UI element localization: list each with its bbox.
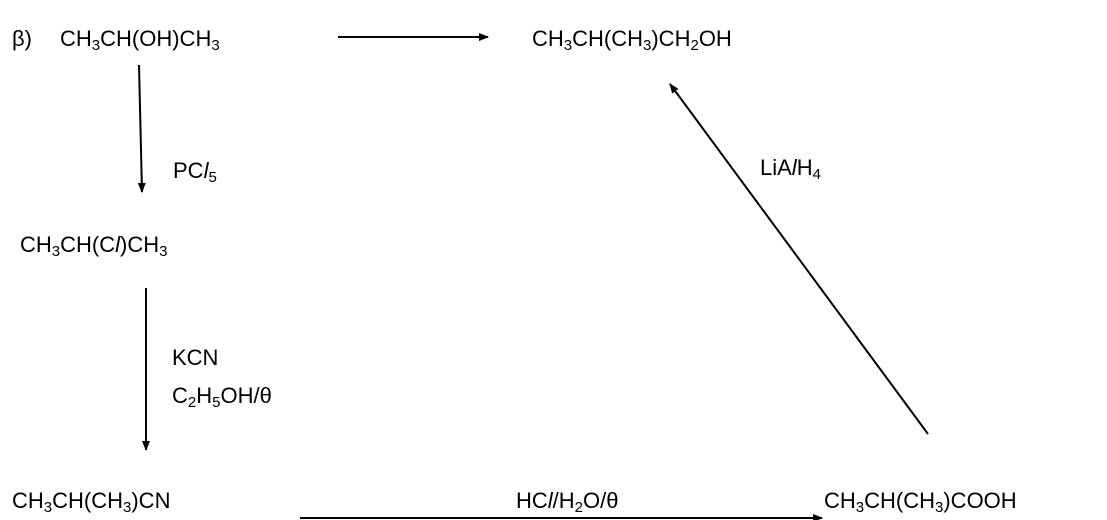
compound-acid: CH3CH(CH3)COOH (824, 488, 1017, 516)
reagent-kcn: KCN (172, 345, 219, 370)
compound-isobutanol: CH3CH(CH3)CH2OH (532, 26, 732, 54)
arrow-pcl5 (137, 64, 146, 193)
reagent-pcl5: PCl5 (173, 158, 217, 186)
reagent-hydrolysis: HCl/H2O/θ (516, 488, 619, 516)
compound-nitrile: CH3CH(CH3)CN (12, 488, 171, 516)
compound-chloropropane: CH3CH(Cl)CH3 (20, 232, 168, 260)
reagent-lialh4: LiAlH4 (760, 155, 821, 183)
arrow-lialh4 (669, 83, 929, 435)
compound-isopropanol: CH3CH(OH)CH3 (60, 26, 220, 54)
reagent-ethanol: C2H5OH/θ (172, 383, 272, 411)
part-label: β) (12, 26, 32, 51)
